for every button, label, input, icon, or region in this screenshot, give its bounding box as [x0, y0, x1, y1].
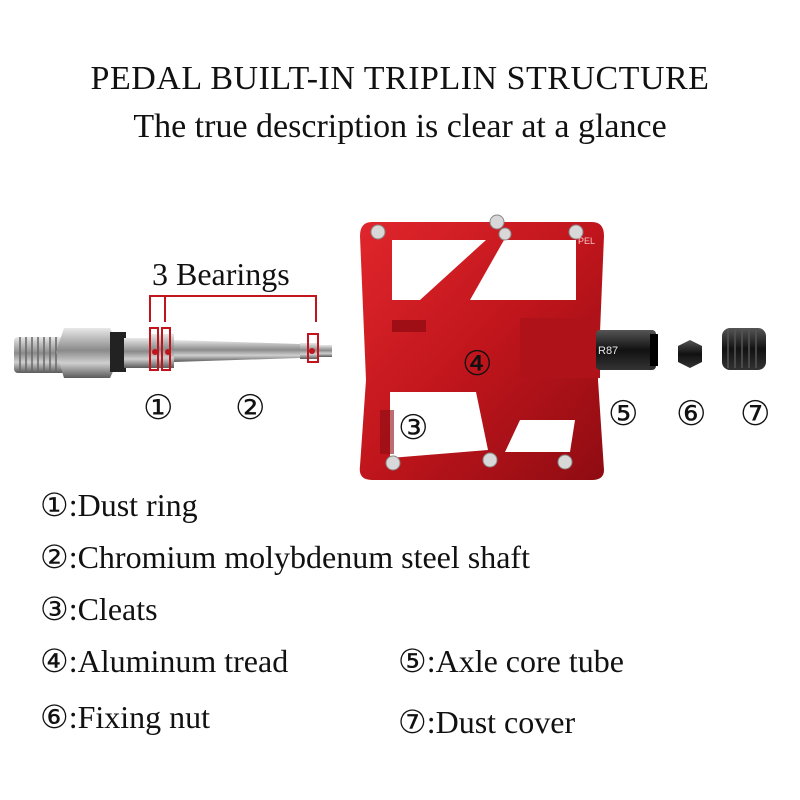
shaft-tip	[318, 345, 332, 357]
legend-item-tube: ⑤:Axle core tube	[398, 642, 624, 680]
legend-sep: :	[68, 539, 78, 575]
axle-core-tube	[596, 330, 658, 370]
legend-item-tread: ④:Aluminum tread	[40, 642, 288, 680]
legend-num: ⑥	[40, 699, 69, 735]
marker-4: ④	[462, 346, 493, 383]
legend-text: Chromium molybdenum steel shaft	[77, 539, 530, 575]
legend-sep: :	[68, 699, 78, 735]
legend-sep: :	[68, 487, 78, 523]
legend-item-cover: ⑦:Dust cover	[398, 703, 575, 741]
legend-item-cleats: ③:Cleats	[40, 590, 158, 628]
fixing-nut-part	[678, 340, 702, 368]
aluminum-tread	[359, 214, 604, 480]
legend-text: Axle core tube	[435, 643, 624, 679]
pedal-print-small: PEL	[578, 236, 595, 246]
marker-1: ①	[143, 390, 174, 427]
thread-lines	[19, 337, 63, 373]
legend-num: ②	[40, 539, 69, 575]
legend-text: Aluminum tread	[77, 643, 289, 679]
spindle-washer	[110, 332, 126, 372]
legend-sep: :	[68, 643, 78, 679]
legend-num: ⑤	[398, 643, 427, 679]
legend-sep: :	[426, 704, 436, 740]
marker-5: ⑤	[608, 396, 639, 433]
legend-num: ④	[40, 643, 69, 679]
legend-sep: :	[68, 591, 78, 627]
legend-num: ⑦	[398, 704, 427, 740]
dust-ring-part	[124, 338, 150, 368]
legend-item-dust-ring: ①:Dust ring	[40, 486, 198, 524]
dust-cover-part	[722, 328, 766, 370]
spindle-hex	[56, 328, 122, 378]
legend-item-shaft: ②:Chromium molybdenum steel shaft	[40, 538, 530, 576]
legend-num: ①	[40, 487, 69, 523]
legend-num: ③	[40, 591, 69, 627]
legend-item-nut: ⑥:Fixing nut	[40, 698, 210, 736]
legend-text: Cleats	[77, 591, 158, 627]
marker-2: ②	[235, 390, 266, 427]
legend-text: Dust cover	[435, 704, 576, 740]
legend-sep: :	[426, 643, 436, 679]
tube-print: R87	[598, 345, 618, 357]
marker-6: ⑥	[676, 396, 707, 433]
legend-text: Dust ring	[77, 487, 198, 523]
spindle-shaft	[14, 328, 332, 378]
bearing-bracket	[149, 295, 319, 371]
shaft-body	[174, 340, 300, 362]
marker-3: ③	[398, 410, 429, 447]
page-title: PEDAL BUILT-IN TRIPLIN STRUCTURE	[90, 60, 710, 97]
legend-text: Fixing nut	[77, 699, 211, 735]
bearings-label: 3 Bearings	[152, 256, 290, 292]
spindle-thread	[14, 337, 66, 373]
page-subtitle: The true description is clear at a glanc…	[133, 108, 667, 145]
marker-7: ⑦	[740, 396, 771, 433]
